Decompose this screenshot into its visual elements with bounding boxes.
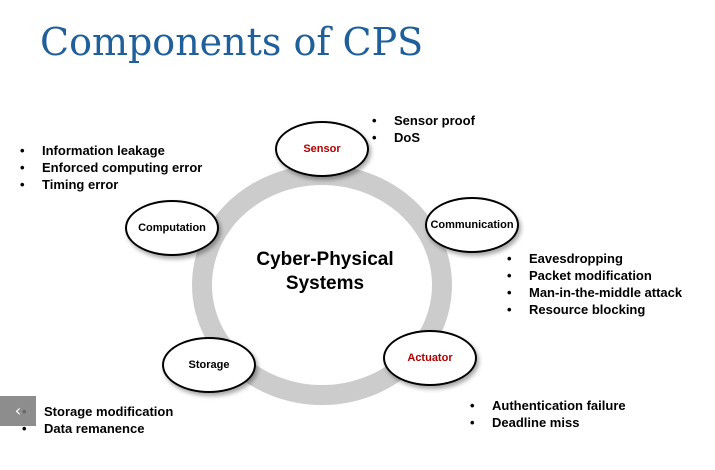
threat-item: Timing error <box>20 176 202 193</box>
actuator-node: Actuator <box>383 330 477 386</box>
storage-node: Storage <box>162 337 256 393</box>
threat-item: Information leakage <box>20 142 202 159</box>
chevron-left-icon[interactable]: ‹ <box>0 396 36 426</box>
center-label: Cyber-Physical Systems <box>256 249 394 294</box>
threat-item: Packet modification <box>507 267 682 284</box>
threat-item: Enforced computing error <box>20 159 202 176</box>
slide-title: Components of CPS <box>40 20 424 64</box>
threat-item: Eavesdropping <box>507 250 682 267</box>
threat-item: Authentication failure <box>470 397 626 414</box>
threat-item: Deadline miss <box>470 414 626 431</box>
communication-threat-list: Eavesdropping Packet modification Man-in… <box>507 250 682 318</box>
storage-threat-list: Storage modification Data remanence <box>22 403 173 437</box>
sensor-node: Sensor <box>275 121 369 177</box>
threat-item: Man-in-the-middle attack <box>507 284 682 301</box>
actuator-threat-list: Authentication failure Deadline miss <box>470 397 626 431</box>
computation-threat-list: Information leakage Enforced computing e… <box>20 142 202 193</box>
sensor-threat-list: Sensor proof DoS <box>372 112 475 146</box>
threat-item: Storage modification <box>22 403 173 420</box>
threat-item: DoS <box>372 129 475 146</box>
computation-node: Computation <box>125 200 219 256</box>
communication-node: Communication <box>425 197 519 253</box>
threat-item: Sensor proof <box>372 112 475 129</box>
threat-item: Data remanence <box>22 420 173 437</box>
threat-item: Resource blocking <box>507 301 682 318</box>
